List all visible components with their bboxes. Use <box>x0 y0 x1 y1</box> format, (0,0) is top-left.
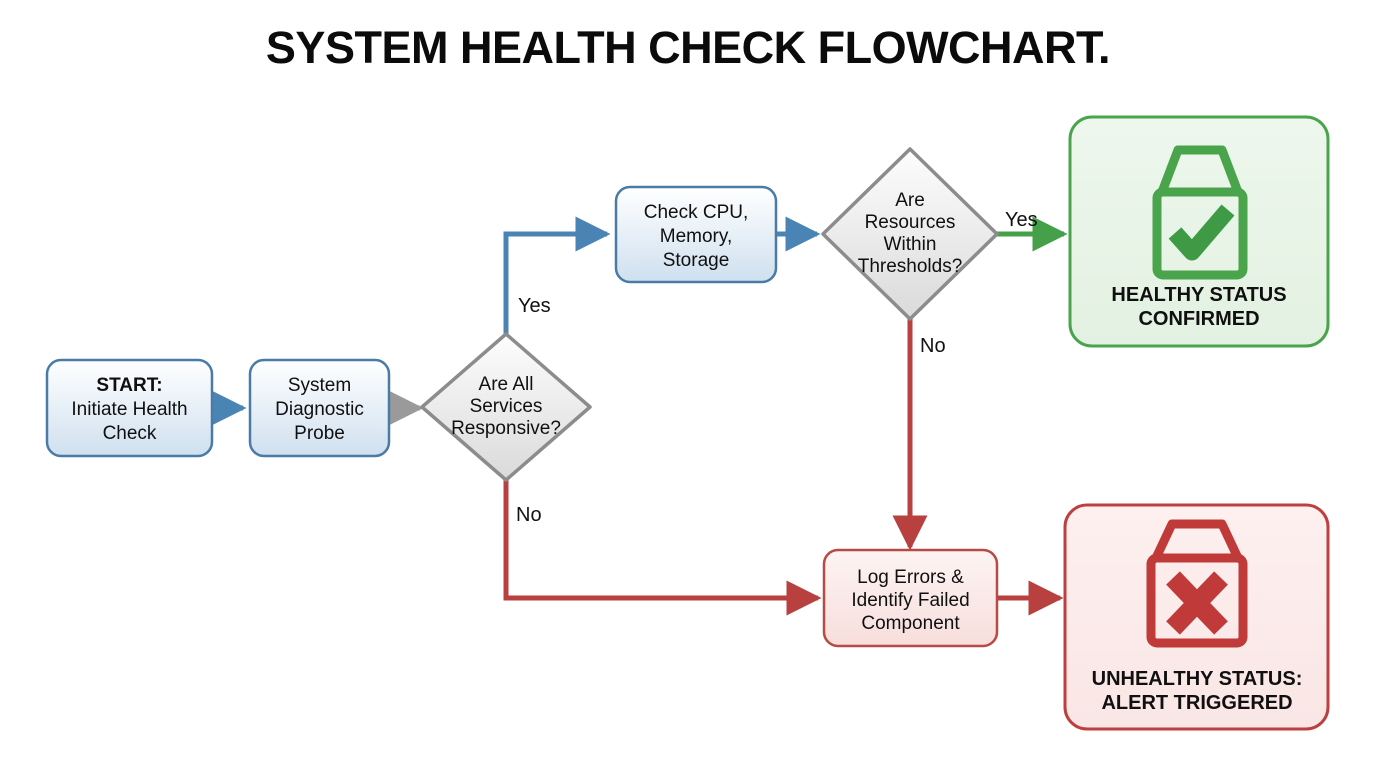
healthy-status-line2: CONFIRMED <box>1138 308 1259 330</box>
box-cross-icon <box>1146 519 1248 648</box>
probe-node-line2: Diagnostic <box>275 399 364 420</box>
decision-services-line3: Responsive? <box>451 418 561 439</box>
check-resources-line1: Check CPU, <box>644 202 749 223</box>
log-errors-node[interactable]: Log Errors & Identify Failed Component <box>822 548 999 648</box>
probe-node-line3: Probe <box>294 423 345 444</box>
edge-label-services-no: No <box>516 504 542 526</box>
box-check-icon <box>1152 145 1248 280</box>
system-diagnostic-probe-node[interactable]: System Diagnostic Probe <box>248 358 391 458</box>
start-node-line2: Initiate Health <box>71 399 187 420</box>
decision-services-line1: Are All <box>479 374 534 395</box>
cross-mark-icon <box>1166 571 1228 635</box>
unhealthy-status-terminal[interactable]: UNHEALTHY STATUS: ALERT TRIGGERED <box>1063 503 1330 731</box>
edge-label-thresholds-no: No <box>920 335 946 357</box>
log-errors-line2: Identify Failed <box>851 590 969 611</box>
decision-thresholds-line1: Are <box>895 190 925 211</box>
decision-thresholds-line4: Thresholds? <box>858 256 963 277</box>
start-node[interactable]: START: Initiate Health Check <box>45 358 214 458</box>
check-resources-line2: Memory, <box>660 226 732 247</box>
edge-thresholds-no: No <box>892 314 946 551</box>
check-resources-node[interactable]: Check CPU, Memory, Storage <box>614 185 778 284</box>
decision-thresholds-line3: Within <box>884 234 937 255</box>
decision-services-responsive[interactable]: Are All Services Responsive? <box>420 332 592 482</box>
log-errors-line1: Log Errors & <box>857 567 964 588</box>
decision-services-line2: Services <box>470 396 543 417</box>
edge-services-yes: Yes <box>503 216 611 350</box>
log-errors-line3: Component <box>861 613 960 634</box>
decision-thresholds-line2: Resources <box>865 212 956 233</box>
edge-services-no: No <box>503 464 822 616</box>
healthy-status-terminal[interactable]: HEALTHY STATUS CONFIRMED <box>1068 115 1330 348</box>
start-node-line3: Check <box>103 423 157 444</box>
probe-node-line1: System <box>288 375 351 396</box>
unhealthy-status-line2: ALERT TRIGGERED <box>1101 692 1292 714</box>
check-resources-line3: Storage <box>663 250 730 271</box>
unhealthy-status-line1: UNHEALTHY STATUS: <box>1092 668 1303 690</box>
start-node-line1: START: <box>96 375 162 396</box>
edge-label-services-yes: Yes <box>518 295 551 317</box>
edge-thresholds-yes: Yes <box>997 209 1068 252</box>
healthy-status-line1: HEALTHY STATUS <box>1111 284 1286 306</box>
page-title: SYSTEM HEALTH CHECK FLOWCHART. <box>265 22 1111 73</box>
check-mark-icon <box>1168 204 1235 261</box>
decision-resources-thresholds[interactable]: Are Resources Within Thresholds? <box>821 147 999 321</box>
edge-label-thresholds-yes: Yes <box>1005 209 1038 231</box>
